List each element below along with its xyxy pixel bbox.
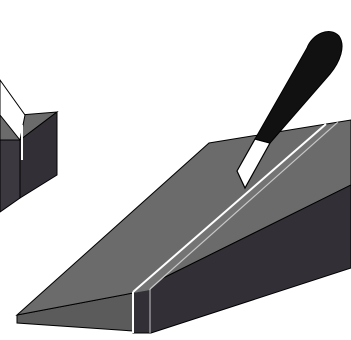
left-block [0,80,57,212]
left-block-front-face [0,140,20,212]
right-block [17,120,351,333]
